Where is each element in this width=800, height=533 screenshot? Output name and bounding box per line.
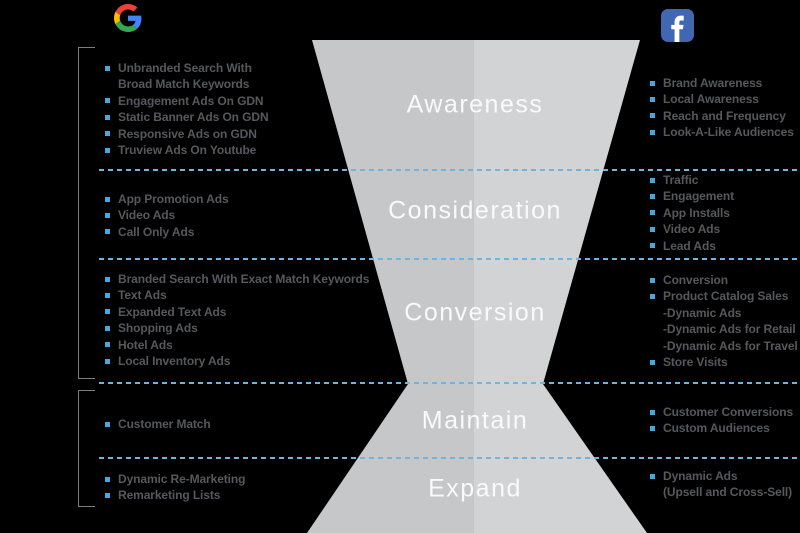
list-item: Customer Conversions [650,404,793,420]
stage-label-consideration: Consideration [388,196,562,225]
list-item: Unbranded Search With Broad Match Keywor… [105,60,269,93]
list-item: Brand Awareness [650,75,794,91]
list-item: Hotel Ads [105,337,369,353]
list-item: Static Banner Ads On GDN [105,109,269,125]
stage-label-maintain: Maintain [421,406,529,435]
list-item: Local Inventory Ads [105,353,369,369]
stage-divider-conversion-maintain [99,382,800,384]
list-item: Conversion [650,272,798,288]
facebook-expand-list: Dynamic Ads (Upsell and Cross-Sell) [650,468,792,501]
list-item: Branded Search With Exact Match Keywords [105,271,369,287]
list-item: Video Ads [105,207,229,223]
list-item: Customer Match [105,416,211,432]
list-item: Engagement Ads On GDN [105,93,269,109]
stage-label-conversion: Conversion [404,298,546,327]
list-item: Product Catalog Sales [650,288,798,304]
list-item: Remarketing Lists [105,487,245,503]
list-item: Video Ads [650,221,734,237]
google-maintain-list: Customer Match [105,416,211,432]
google-awareness-list: Unbranded Search With Broad Match Keywor… [105,60,269,158]
stage-label-expand: Expand [428,474,522,503]
google-logo [114,4,142,37]
list-item: Responsive Ads on GDN [105,126,269,142]
list-item: Expanded Text Ads [105,304,369,320]
list-item: Store Visits [650,354,798,370]
list-item: App Installs [650,205,734,221]
list-subitem: -Dynamic Ads [663,305,742,320]
list-item: Shopping Ads [105,320,369,336]
list-item: Custom Audiences [650,420,793,436]
list-item: Dynamic Re-Marketing [105,471,245,487]
section-bracket-retention [78,390,95,507]
list-item: Look-A-Like Audiences [650,124,794,140]
list-item: App Promotion Ads [105,191,229,207]
stage-label-awareness: Awareness [406,90,544,119]
list-item: Text Ads [105,287,369,303]
list-item: Call Only Ads [105,224,229,240]
list-item: Truview Ads On Youtube [105,142,269,158]
list-item: Lead Ads [650,238,734,254]
list-subitem: -Dynamic Ads for Travel [663,338,798,353]
section-bracket-acquisition [78,47,95,379]
facebook-logo [661,9,694,42]
list-item: Reach and Frequency [650,108,794,124]
stage-divider-awareness-consideration [99,169,800,171]
stage-divider-maintain-expand [99,457,800,459]
stage-divider-consideration-conversion [99,258,800,260]
list-subitem: -Dynamic Ads for Retail [663,322,796,337]
list-item: Engagement [650,188,734,204]
google-conversion-list: Branded Search With Exact Match Keywords… [105,271,369,369]
list-item: Dynamic Ads (Upsell and Cross-Sell) [650,468,792,501]
list-item: Local Awareness [650,91,794,107]
list-item: Traffic [650,172,734,188]
